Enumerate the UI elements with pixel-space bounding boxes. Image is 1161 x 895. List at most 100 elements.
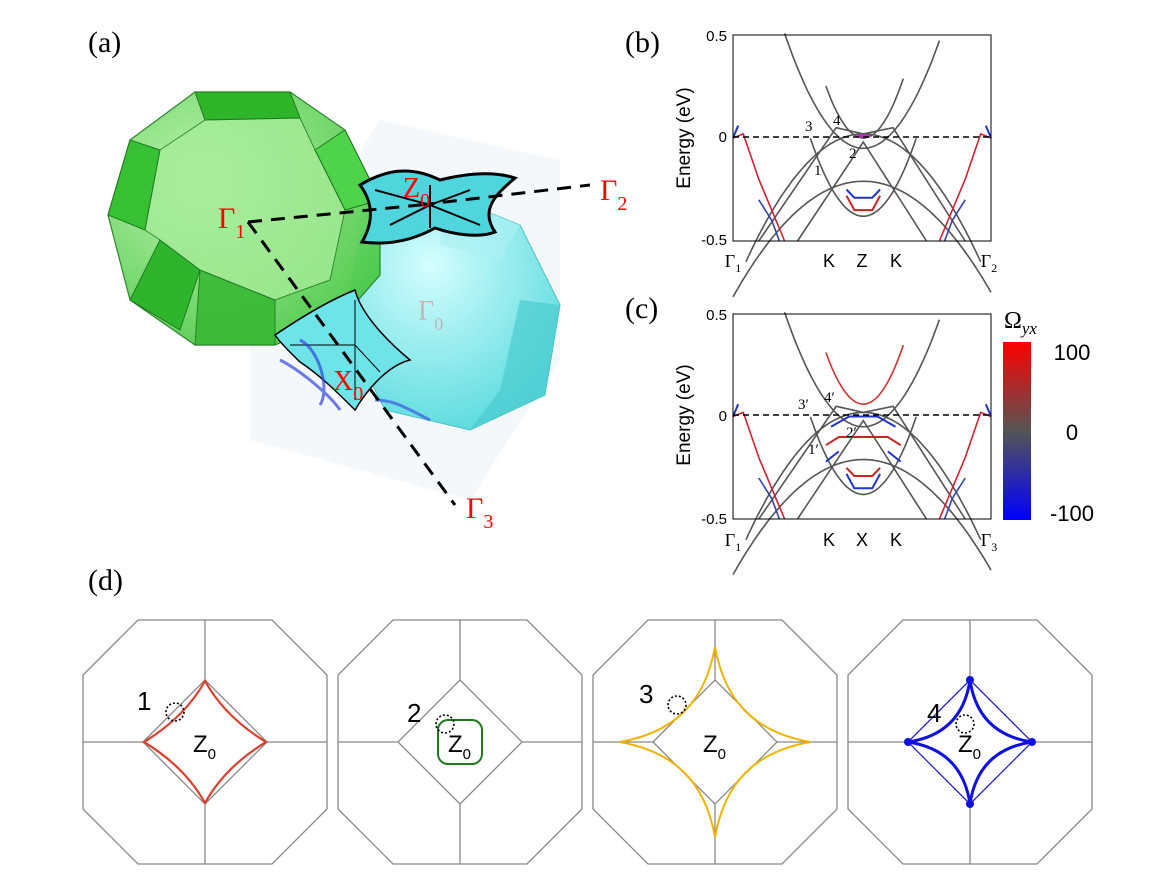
panel-label-b: (b) xyxy=(625,26,660,59)
xticks-b: Γ1 K Z K Γ2 xyxy=(725,251,997,275)
panel-label-a: (a) xyxy=(88,26,121,59)
colorbar-tick: 0 xyxy=(1066,420,1078,445)
band-label: 3 xyxy=(805,119,813,135)
band-line xyxy=(783,312,941,428)
label-x0: X0 xyxy=(333,366,363,405)
band-structure-c xyxy=(732,312,992,576)
xtick-gamma1: Γ1 xyxy=(725,530,741,554)
marker-circle xyxy=(955,714,975,734)
sheet-number: 2 xyxy=(407,698,421,728)
band-line xyxy=(845,473,881,490)
band-line xyxy=(825,344,905,405)
panel-label-c: (c) xyxy=(625,292,658,325)
band-line xyxy=(887,450,902,463)
fermi-contour xyxy=(619,646,811,838)
ytick-label: -0.5 xyxy=(701,511,727,528)
marker-circle xyxy=(435,714,455,734)
ytick-label: 0 xyxy=(719,408,727,425)
band-line xyxy=(809,138,917,217)
fermi-contour xyxy=(141,678,269,806)
fermi-surface-sheet-3: 3Z0 xyxy=(592,619,838,865)
band-line xyxy=(732,411,786,520)
band-label: 3′ xyxy=(798,397,809,413)
band-line xyxy=(758,126,966,242)
contour-vertex xyxy=(966,676,974,684)
band-line xyxy=(984,403,992,417)
band-label: 4′ xyxy=(824,390,835,406)
band-label: 2 xyxy=(849,146,857,162)
band-line xyxy=(758,199,781,242)
band-line xyxy=(758,477,781,520)
label-gamma3: Γ3 xyxy=(466,492,493,533)
band-line xyxy=(830,415,896,428)
xtick-z: Z xyxy=(857,251,868,271)
panel-c: (c) Energy (eV) 0.5 0 -0.5 1′ 2′ 3′ 4′ Γ… xyxy=(625,292,997,576)
colorbar-title: Ωyx xyxy=(1004,308,1037,338)
plot-frame-c xyxy=(732,313,992,520)
panel-label-d: (d) xyxy=(88,564,123,597)
band-line xyxy=(984,125,992,139)
ytick-label: 0 xyxy=(719,129,727,146)
xtick-gamma1: Γ1 xyxy=(725,251,741,275)
band-line xyxy=(783,33,941,150)
band-label: 4 xyxy=(833,113,841,129)
fermi-surface-sheet-4: 4Z0 xyxy=(847,619,1093,865)
band-line xyxy=(825,450,840,463)
high-symmetry-labels: Γ1 Γ2 Γ3 Γ0 Z0 X0 xyxy=(218,173,627,533)
marker-circle xyxy=(667,695,687,715)
sheet-number: 3 xyxy=(639,679,653,709)
label-z0: Z0 xyxy=(403,173,430,212)
band-line xyxy=(845,195,881,212)
band-line xyxy=(943,477,966,520)
xtick-gamma2: Γ2 xyxy=(981,251,997,275)
band-line xyxy=(796,419,928,520)
band-line xyxy=(825,78,905,139)
band-line xyxy=(732,125,740,139)
band-line xyxy=(938,132,992,242)
xtick-k: K xyxy=(823,530,835,550)
ylabel-b: Energy (eV) xyxy=(674,87,695,188)
panel-b: (b) Energy (eV) 0.5 0 -0.5 1 2 3 4 Γ1 K … xyxy=(625,26,997,298)
label-gamma0: Γ0 xyxy=(418,296,443,334)
sheet-number: 4 xyxy=(927,698,941,728)
colorbar-tick: 100 xyxy=(1054,340,1091,365)
sheet-number: 1 xyxy=(137,686,151,716)
xtick-x: X xyxy=(856,530,868,550)
fermi-contour xyxy=(437,719,483,765)
colorbar-gradient xyxy=(1003,342,1031,520)
band-line xyxy=(845,467,881,477)
ytick-label: 0.5 xyxy=(706,28,727,45)
band-line xyxy=(732,132,786,242)
band-label: 1′ xyxy=(808,442,819,458)
yticks-c: 0.5 0 -0.5 xyxy=(701,307,727,528)
colorbar-tick: -100 xyxy=(1050,501,1094,526)
band-line xyxy=(809,416,917,496)
fermi-surface-sheet-1: 1Z0 xyxy=(82,619,328,865)
brillouin-octagon xyxy=(847,619,1093,865)
band-label: 1 xyxy=(814,163,822,179)
colorbar: Ωyx 100 0 -100 xyxy=(1003,308,1094,526)
label-z0: Z0 xyxy=(448,731,471,763)
band-line xyxy=(938,411,992,520)
panel-a: (a) xyxy=(88,26,627,533)
contour-vertex xyxy=(1028,738,1036,746)
xtick-k: K xyxy=(823,251,835,271)
xticks-c: Γ1 K X K Γ3 xyxy=(725,530,997,554)
inner-diamond xyxy=(397,679,523,805)
contour-vertex xyxy=(966,800,974,808)
brillouin-octagon xyxy=(592,619,838,865)
label-gamma2: Γ2 xyxy=(600,174,627,215)
band-line xyxy=(796,140,928,242)
contour-vertex xyxy=(904,738,912,746)
band-line xyxy=(845,188,881,199)
label-gamma1: Γ1 xyxy=(218,202,245,243)
yticks-b: 0.5 0 -0.5 xyxy=(701,28,727,249)
brillouin-octagon xyxy=(82,619,328,865)
label-z0: Z0 xyxy=(958,731,981,763)
symmetry-paths xyxy=(246,183,591,506)
ylabel-c: Energy (eV) xyxy=(674,364,695,465)
fermi-surface-z0 xyxy=(357,169,519,245)
